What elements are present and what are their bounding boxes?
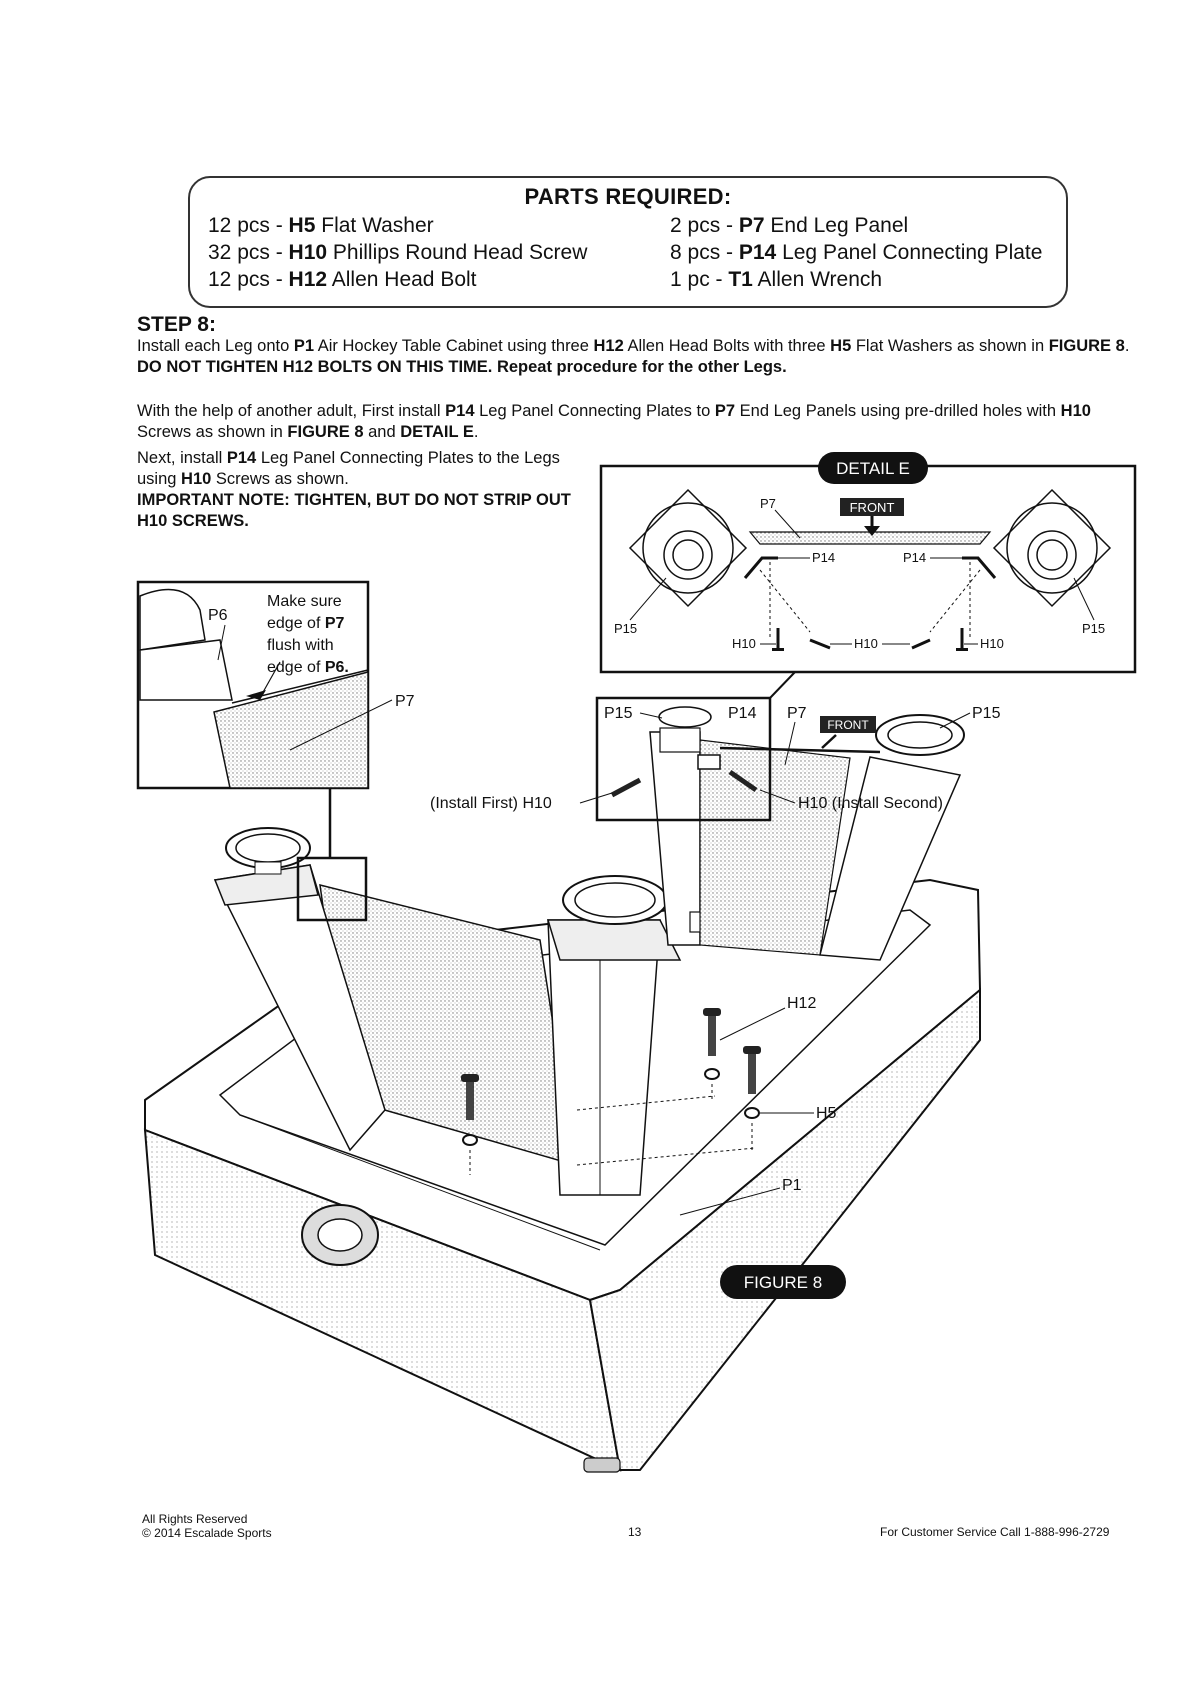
inset-flush-detail: P6 Make sure edge of P7 flush with edge … [136,580,370,790]
front-tag-label: FRONT [827,718,869,732]
part-h5: 12 pcs - H5 Flat Washer [208,214,434,237]
figure-8-badge-label: FIGURE 8 [744,1273,822,1292]
part-p14: 8 pcs - P14 Leg Panel Connecting Plate [670,241,1043,264]
detail-label-p15-right: P15 [1082,621,1105,636]
inset-label-p6: P6 [208,607,228,624]
leg-back-right [819,714,965,961]
detail-e-badge-label: DETAIL E [836,459,910,478]
parts-title: PARTS REQUIRED: [524,184,732,209]
part-p7: 2 pcs - P7 End Leg Panel [670,214,909,237]
page-number: 13 [628,1525,642,1539]
label-install-first: (Install First) H10 [430,795,552,812]
front-tag [820,716,876,733]
detail-p14-left [743,556,778,579]
part-t1: 1 pc - T1 Allen Wrench [670,268,883,291]
leg-zoom-marker [296,856,368,922]
leg-front [546,875,682,1196]
zoom-box: P15 P14 [595,696,772,822]
detail-label-h10-right: H10 [980,636,1004,651]
instruction-paragraph-1: Install each Leg onto P1 Air Hockey Tabl… [137,337,1130,376]
label-h12: H12 [787,995,816,1012]
part-h10: 32 pcs - H10 Phillips Round Head Screw [208,241,588,264]
inset-note-line-2: edge of P7 [267,615,345,632]
detail-front-label: FRONT [850,500,895,515]
customer-service: For Customer Service Call 1-888-996-2729 [880,1525,1110,1539]
important-note: IMPORTANT NOTE: TIGHTEN, BUT DO NOT STRI… [137,491,571,530]
inset-note-line-1: Make sure [267,593,342,610]
detail-left-foot [628,488,748,621]
detail-e: DETAIL E P7 FRONT P14 P14 [599,452,1137,674]
label-install-second: H10 (Install Second) [798,795,943,812]
bolts-h12 [461,1008,761,1175]
detail-label-h10-left: H10 [732,636,756,651]
inset-label-p7: P7 [395,693,415,710]
detail-label-h10-mid: H10 [854,636,878,651]
detail-p14-right [962,556,997,579]
zoom-screws [610,769,758,798]
label-p15-left: P15 [604,705,633,722]
parts-list-left: 12 pcs - H5 Flat Washer 32 pcs - H10 Phi… [208,212,587,293]
label-h5: H5 [816,1105,837,1122]
detail-right-foot [992,488,1112,621]
label-p15-right: P15 [972,705,1001,722]
step-title: STEP 8: [137,313,216,336]
footer-copyright: © 2014 Escalade Sports [142,1526,272,1540]
detail-label-p7: P7 [760,496,776,511]
detail-e-badge [818,452,928,484]
label-p14: P14 [728,705,757,722]
parts-list-right: 2 pcs - P7 End Leg Panel 8 pcs - P14 Leg… [670,212,1042,293]
detail-label-p14-right: P14 [903,550,926,565]
detail-screws [772,628,968,651]
detail-p7-panel [748,531,992,545]
detail-label-p14-left: P14 [812,550,835,565]
label-p7: P7 [787,705,807,722]
figure-8-badge [720,1265,846,1299]
instruction-paragraph-3: Next, install P14 Leg Panel Connecting P… [137,449,560,488]
inset-note-line-4: edge of P6. [267,659,349,676]
part-h12: 12 pcs - H12 Allen Head Bolt [208,268,477,291]
parts-required-box: PARTS REQUIRED: 12 pcs - H5 Flat Washer … [188,176,1068,308]
footer-rights-line: All Rights Reserved [142,1512,248,1526]
detail-front-tag [840,498,904,516]
leg-left [213,827,386,1152]
instruction-paragraph-2: With the help of another adult, First in… [137,402,1091,441]
label-p1: P1 [782,1177,802,1194]
footer-rights: All Rights Reserved © 2014 Escalade Spor… [142,1512,272,1540]
inset-note-line-3: flush with [267,637,334,654]
detail-label-p15-left: P15 [614,621,637,636]
